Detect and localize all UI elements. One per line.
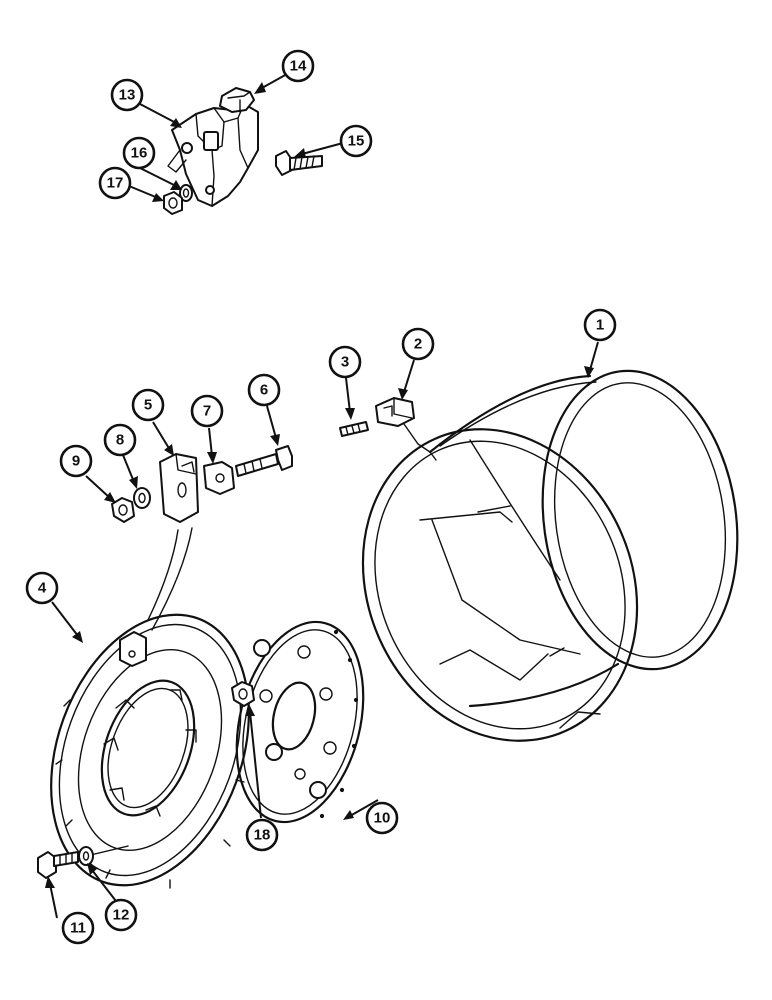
- svg-text:14: 14: [290, 58, 307, 75]
- wheel-disc-part: [50, 613, 250, 889]
- rim-part: [361, 369, 739, 742]
- nut-part-18: [231, 681, 255, 707]
- callout-9: 9: [59, 444, 93, 478]
- callout-12: 12: [104, 898, 138, 932]
- svg-text:4: 4: [38, 580, 47, 597]
- svg-text:12: 12: [113, 907, 130, 924]
- callout-18: 18: [245, 818, 279, 852]
- bolt-part-15: [275, 150, 323, 176]
- svg-text:18: 18: [254, 827, 271, 844]
- callout-8: 8: [103, 423, 137, 457]
- callout-14: 14: [281, 49, 315, 83]
- callout-15: 15: [339, 124, 373, 158]
- callout-5: 5: [131, 388, 165, 422]
- svg-text:10: 10: [374, 810, 391, 827]
- svg-text:13: 13: [119, 87, 136, 104]
- washer-part-12: [78, 846, 94, 866]
- stud-part-3: [339, 421, 369, 437]
- leader-lines: [45, 73, 599, 919]
- svg-text:7: 7: [203, 403, 211, 420]
- clamp-part-5: [159, 453, 199, 523]
- callout-10: 10: [365, 801, 399, 835]
- svg-text:8: 8: [116, 432, 124, 449]
- nut-part-17: [163, 191, 183, 215]
- callout-16: 16: [122, 136, 156, 170]
- callout-1: 1: [583, 308, 617, 342]
- svg-text:17: 17: [107, 175, 124, 192]
- svg-text:6: 6: [260, 382, 268, 399]
- callout-17: 17: [98, 166, 132, 200]
- washer-part-16: [179, 184, 193, 202]
- callout-3: 3: [328, 345, 362, 379]
- callout-13: 13: [110, 78, 144, 112]
- hub-part: [235, 620, 365, 824]
- bolt-part-6: [235, 445, 293, 477]
- plate-part-7: [203, 461, 235, 495]
- callout-7: 7: [190, 394, 224, 428]
- svg-text:3: 3: [341, 354, 349, 371]
- svg-text:9: 9: [72, 453, 80, 470]
- clamp-part-2: [375, 397, 415, 427]
- upper-clamp-assembly: [163, 87, 323, 215]
- callout-4: 4: [25, 571, 59, 605]
- callout-11: 11: [61, 911, 95, 945]
- svg-text:16: 16: [131, 145, 148, 162]
- callout-2: 2: [401, 327, 435, 361]
- assembly-line: [403, 423, 437, 461]
- svg-text:15: 15: [348, 133, 365, 150]
- svg-text:11: 11: [70, 920, 86, 937]
- nut-part-9: [111, 497, 135, 523]
- dog-part: [219, 87, 255, 113]
- bolt-part-11: [37, 851, 79, 879]
- svg-text:1: 1: [596, 317, 604, 334]
- callout-6: 6: [247, 373, 281, 407]
- washer-part-8: [133, 487, 151, 509]
- svg-text:5: 5: [144, 397, 152, 414]
- assembly-line: [147, 529, 179, 621]
- svg-text:2: 2: [414, 336, 422, 353]
